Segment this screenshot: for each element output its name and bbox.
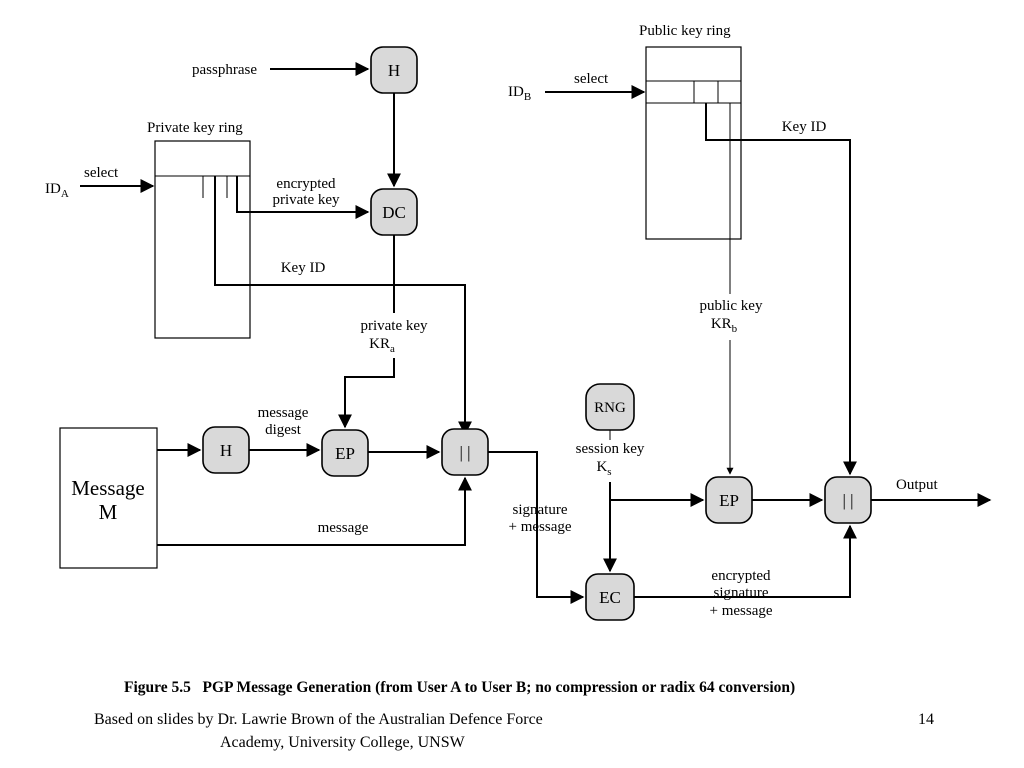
credit-line-2: Academy, University College, UNSW: [220, 734, 466, 751]
session-key-label-2: Ks: [596, 459, 611, 478]
encrypt-key-node: EP: [705, 476, 753, 524]
passphrase-label: passphrase: [192, 62, 257, 78]
encrypted-private-key-arrow: [236, 176, 370, 219]
message-to-concat-arrow: [157, 476, 472, 546]
private-key-ring-label: Private key ring: [147, 120, 243, 136]
encrypted-signature-label-1: encrypted: [711, 568, 771, 584]
hash-node-top-label: H: [388, 61, 400, 80]
figure-caption: Figure 5.5 PGP Message Generation (from …: [124, 679, 795, 696]
concat-node-1-label: | |: [459, 443, 470, 462]
key-id-a-arrow: [214, 176, 472, 436]
id-b-label: IDB: [508, 84, 531, 103]
encrypt-conventional-node: EC: [585, 573, 635, 621]
select-b-label: select: [574, 71, 609, 87]
select-a-label: select: [84, 165, 119, 181]
encrypted-private-key-label-2: private key: [272, 192, 340, 208]
public-key-label-2: KRb: [711, 316, 738, 335]
public-key-label-1: public key: [700, 298, 763, 314]
session-key-label-1: session key: [576, 441, 645, 457]
concat-node-2-label: | |: [842, 491, 853, 510]
id-a-label: IDA: [45, 181, 69, 200]
message-box-shape: [59, 427, 158, 569]
key-id-a-label: Key ID: [281, 260, 326, 276]
public-key-ring-label: Public key ring: [639, 23, 731, 39]
message-digest-label-2: digest: [265, 422, 302, 438]
concat-node-2: | |: [824, 476, 872, 524]
encrypt-signature-node: EP: [321, 429, 369, 477]
rng-node-label: RNG: [594, 400, 626, 416]
rng-node: RNG: [585, 383, 635, 431]
encrypt-key-node-label: EP: [719, 491, 739, 510]
private-key-ring-box: [154, 140, 251, 339]
hash-node-top: H: [370, 46, 418, 94]
page-number: 14: [918, 711, 934, 728]
output-label: Output: [896, 477, 939, 493]
signature-message-label-1: signature: [513, 502, 568, 518]
message-box: Message M: [59, 427, 158, 569]
private-key-ring: Private key ring: [147, 120, 251, 339]
message-digest-label-1: message: [258, 405, 309, 421]
private-key-label-2: KRa: [369, 336, 395, 355]
encrypted-signature-label-2: signature: [714, 585, 769, 601]
message-box-label-1: Message: [71, 476, 144, 500]
credit-line-1: Based on slides by Dr. Lawrie Brown of t…: [94, 711, 543, 728]
hash-node-message-label: H: [220, 441, 232, 460]
concat-node-1: | |: [441, 428, 489, 476]
ec-to-concat-arrow: [634, 524, 857, 598]
private-key-arrow: [338, 358, 395, 429]
signature-message-label-2: + message: [508, 519, 571, 535]
encrypt-signature-node-label: EP: [335, 444, 355, 463]
private-key-label-1: private key: [360, 318, 428, 334]
hash-node-message: H: [202, 426, 250, 474]
encrypted-signature-label-3: + message: [709, 603, 772, 619]
message-box-label-2: M: [99, 500, 118, 524]
encrypt-conventional-node-label: EC: [599, 588, 621, 607]
decrypt-node-label: DC: [382, 203, 406, 222]
message-label: message: [318, 520, 369, 536]
encrypted-private-key-label-1: encrypted: [276, 176, 336, 192]
public-key-ring-box: [645, 46, 742, 240]
signature-message-to-ec-arrow: [488, 451, 585, 604]
key-id-b-label: Key ID: [782, 119, 827, 135]
decrypt-node: DC: [370, 188, 418, 236]
public-key-ring: Public key ring: [639, 23, 742, 240]
key-id-b-arrow: [705, 103, 857, 476]
